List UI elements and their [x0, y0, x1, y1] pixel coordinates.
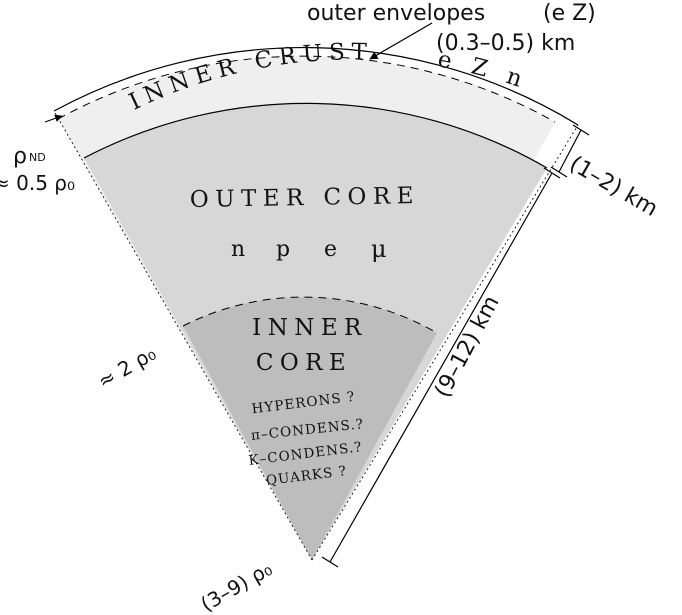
- core-radius-upper-tick: [543, 167, 561, 179]
- core-radius-lower-tick: [321, 556, 339, 568]
- core-radius-measurement-line: [329, 172, 553, 563]
- right-wedge-edge: [311, 124, 579, 561]
- crust-thickness-lower-tick: [550, 166, 568, 178]
- outer-core-particle-n: n: [231, 237, 245, 262]
- outer-envelopes-label: outer envelopes: [307, 1, 485, 26]
- neutron-drip-arrow: [44, 114, 63, 123]
- envelope-crust-dashed-boundary: [57, 55, 556, 123]
- outer-core-particle-e: e: [324, 237, 337, 262]
- outer-envelopes-composition-label: (e Z): [543, 1, 596, 26]
- inner-core-label-line-1: INNER: [252, 315, 368, 341]
- crust-core-density-label: ≈ 0.5 ρ₀: [0, 171, 75, 195]
- inner-core-label-line-2: CORE: [256, 350, 352, 376]
- neutron-drip-density-symbol: ρ: [13, 144, 27, 169]
- outer-core-label: OUTER CORE: [190, 183, 420, 213]
- neutron-drip-density-subscript: ND: [29, 151, 46, 164]
- crust-thickness-upper-tick: [572, 124, 590, 136]
- outer-envelopes-thickness-label: (0.3–0.5) km: [436, 31, 575, 56]
- crust-core-boundary-arc: [83, 102, 548, 169]
- inner-core-layer: [183, 297, 437, 560]
- crust-thickness-measurement-line: [558, 129, 582, 173]
- outer-core-particle-p: p: [276, 237, 290, 262]
- outer-core-particle-mu: μ: [371, 235, 387, 263]
- inner-core-dashed-boundary: [182, 296, 438, 334]
- outer-surface-arc: [53, 47, 579, 126]
- outer-envelope-arrow: [369, 22, 433, 60]
